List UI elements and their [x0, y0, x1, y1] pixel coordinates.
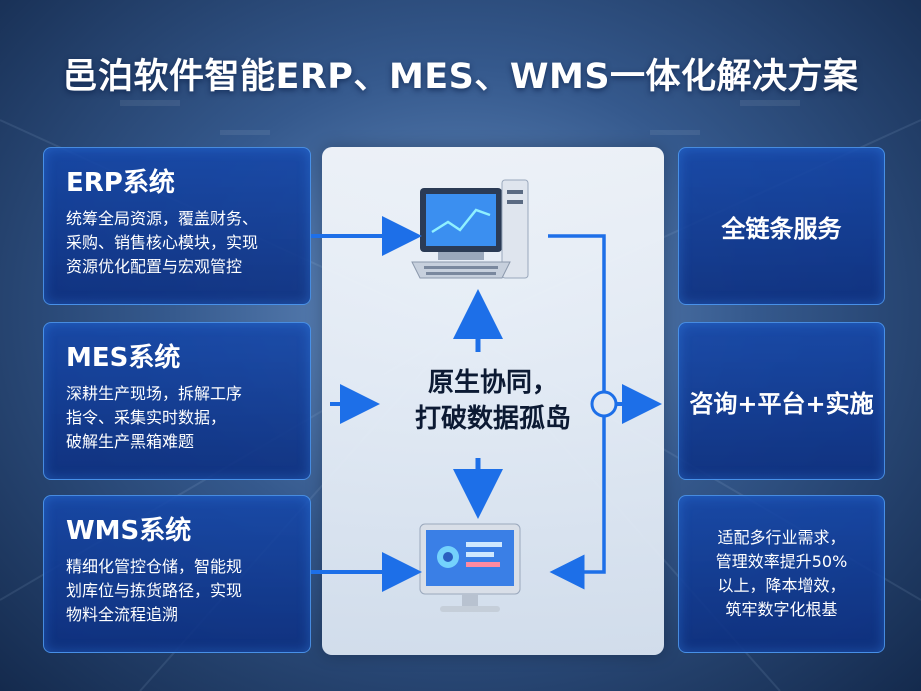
- wms-card: WMS系统 精细化管控仓储，智能规 划库位与拣货路径，实现 物料全流程追溯: [43, 495, 311, 653]
- wms-line-2: 划库位与拣货路径，实现: [66, 581, 243, 600]
- benefits-line-3: 以上，降本增效，: [717, 576, 846, 595]
- erp-line-2: 采购、销售核心模块，实现: [66, 233, 259, 252]
- connector-top: [548, 234, 606, 392]
- center-line-2: 打破数据孤岛: [414, 404, 571, 434]
- center-line-1: 原生协同，: [427, 368, 558, 398]
- wms-heading: WMS系统: [66, 516, 192, 546]
- monitor-dashboard-icon: [419, 523, 521, 612]
- mes-card: MES系统 深耕生产现场，拆解工序 指令、采集实时数据， 破解生产黑箱难题: [43, 322, 311, 480]
- wms-line-3: 物料全流程追溯: [66, 605, 179, 624]
- center-message: 原生协同， 打破数据孤岛: [322, 365, 664, 437]
- benefits-card: 适配多行业需求， 管理效率提升50% 以上，降本增效， 筑牢数字化根基: [678, 495, 885, 653]
- page-title: 邑泊软件智能ERP、MES、WMS一体化解决方案: [62, 57, 859, 97]
- mes-line-3: 破解生产黑箱难题: [66, 432, 195, 451]
- erp-line-3: 资源优化配置与宏观管控: [66, 257, 243, 276]
- erp-heading: ERP系统: [66, 168, 175, 198]
- consult-platform-implement-text: 咨询+平台+实施: [689, 389, 874, 418]
- benefits-line-2: 管理效率提升50%: [715, 552, 848, 571]
- mes-heading: MES系统: [66, 343, 181, 373]
- full-chain-service-card: 全链条服务: [678, 147, 885, 305]
- desktop-computer-icon: [411, 179, 529, 279]
- full-chain-service-text: 全链条服务: [721, 214, 842, 243]
- consult-platform-implement-card: 咨询+平台+实施: [678, 322, 885, 480]
- mes-line-2: 指令、采集实时数据，: [66, 408, 227, 427]
- connector-bottom: [549, 416, 606, 590]
- benefits-line-1: 适配多行业需求，: [717, 528, 846, 547]
- erp-card: ERP系统 统筹全局资源，覆盖财务、 采购、销售核心模块，实现 资源优化配置与宏…: [43, 147, 311, 305]
- erp-line-1: 统筹全局资源，覆盖财务、: [66, 209, 259, 228]
- mes-line-1: 深耕生产现场，拆解工序: [66, 384, 243, 403]
- benefits-line-4: 筑牢数字化根基: [725, 600, 838, 619]
- wms-line-1: 精细化管控仓储，智能规: [66, 557, 243, 576]
